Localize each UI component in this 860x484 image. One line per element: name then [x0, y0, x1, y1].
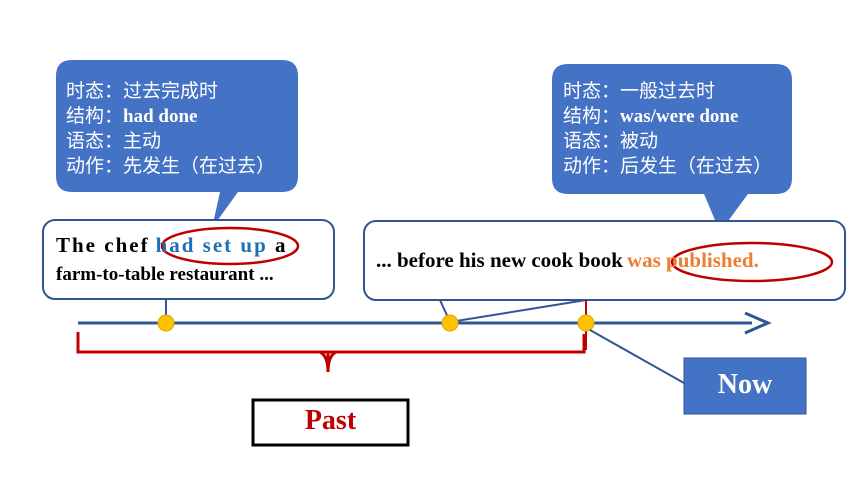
- right-callout-text: 时态：一般过去时 结构：was/were done 语态：被动 动作：后发生（在…: [563, 79, 772, 179]
- connector-right: [439, 299, 587, 324]
- highlight-past-perfect: had set up: [155, 233, 268, 257]
- callout-row-voice: 语态：被动: [563, 129, 772, 154]
- left-callout-bubble: [56, 60, 298, 228]
- timeline-dot-2: [441, 314, 459, 332]
- sentence-subject: The chef: [56, 233, 150, 257]
- sentence-period: .: [753, 248, 759, 272]
- callout-row-tense: 时态：一般过去时: [563, 79, 772, 104]
- timeline-arrowhead: [744, 311, 772, 335]
- voice-label: 语态：: [563, 130, 621, 152]
- voice-value: 主动: [123, 130, 162, 152]
- callout-row-action: 动作：后发生（在过去）: [563, 154, 772, 179]
- now-box: [683, 357, 807, 415]
- tense-value: 一般过去时: [620, 80, 716, 102]
- callout-row-structure: 结构：had done: [66, 104, 275, 129]
- tense-label: 时态：: [66, 80, 124, 102]
- highlight-ellipse-right: [670, 241, 834, 283]
- sentence-object: farm-to-table restaurant ...: [56, 264, 274, 285]
- past-label: Past: [304, 405, 357, 436]
- voice-value: 被动: [620, 130, 659, 152]
- past-bracket: [76, 332, 586, 372]
- past-box: [251, 398, 410, 447]
- voice-label: 语态：: [66, 130, 124, 152]
- callout-row-tense: 时态：过去完成时: [66, 79, 275, 104]
- callout-row-structure: 结构：was/were done: [563, 104, 772, 129]
- timeline-dot-3: [577, 314, 595, 332]
- structure-value: was/were done: [620, 106, 739, 127]
- callout-row-voice: 语态：主动: [66, 129, 275, 154]
- right-callout-bubble: [552, 64, 792, 232]
- action-value: 先发生（在过去）: [123, 155, 276, 177]
- highlight-ellipse-left: [160, 226, 300, 266]
- left-callout-text: 时态：过去完成时 结构：had done 语态：主动 动作：先发生（在过去）: [66, 79, 275, 179]
- left-sentence-line2: farm-to-table restaurant ...: [56, 264, 274, 286]
- now-label: Now: [717, 369, 773, 400]
- timeline-dot-1: [157, 314, 175, 332]
- sentence-article: a: [267, 233, 288, 257]
- past-bracket-stem: [319, 350, 337, 373]
- action-label: 动作：: [66, 155, 124, 177]
- structure-label: 结构：: [66, 105, 124, 127]
- tense-value: 过去完成时: [123, 80, 219, 102]
- structure-value: had done: [123, 106, 198, 127]
- highlight-simple-past-passive: was published: [626, 248, 754, 272]
- callout-row-action: 动作：先发生（在过去）: [66, 154, 275, 179]
- now-pointer: [589, 329, 685, 384]
- tense-label: 时态：: [563, 80, 621, 102]
- action-label: 动作：: [563, 155, 621, 177]
- structure-label: 结构：: [563, 105, 621, 127]
- sentence-clause: ... before his new cook book: [376, 248, 623, 272]
- action-value: 后发生（在过去）: [620, 155, 773, 177]
